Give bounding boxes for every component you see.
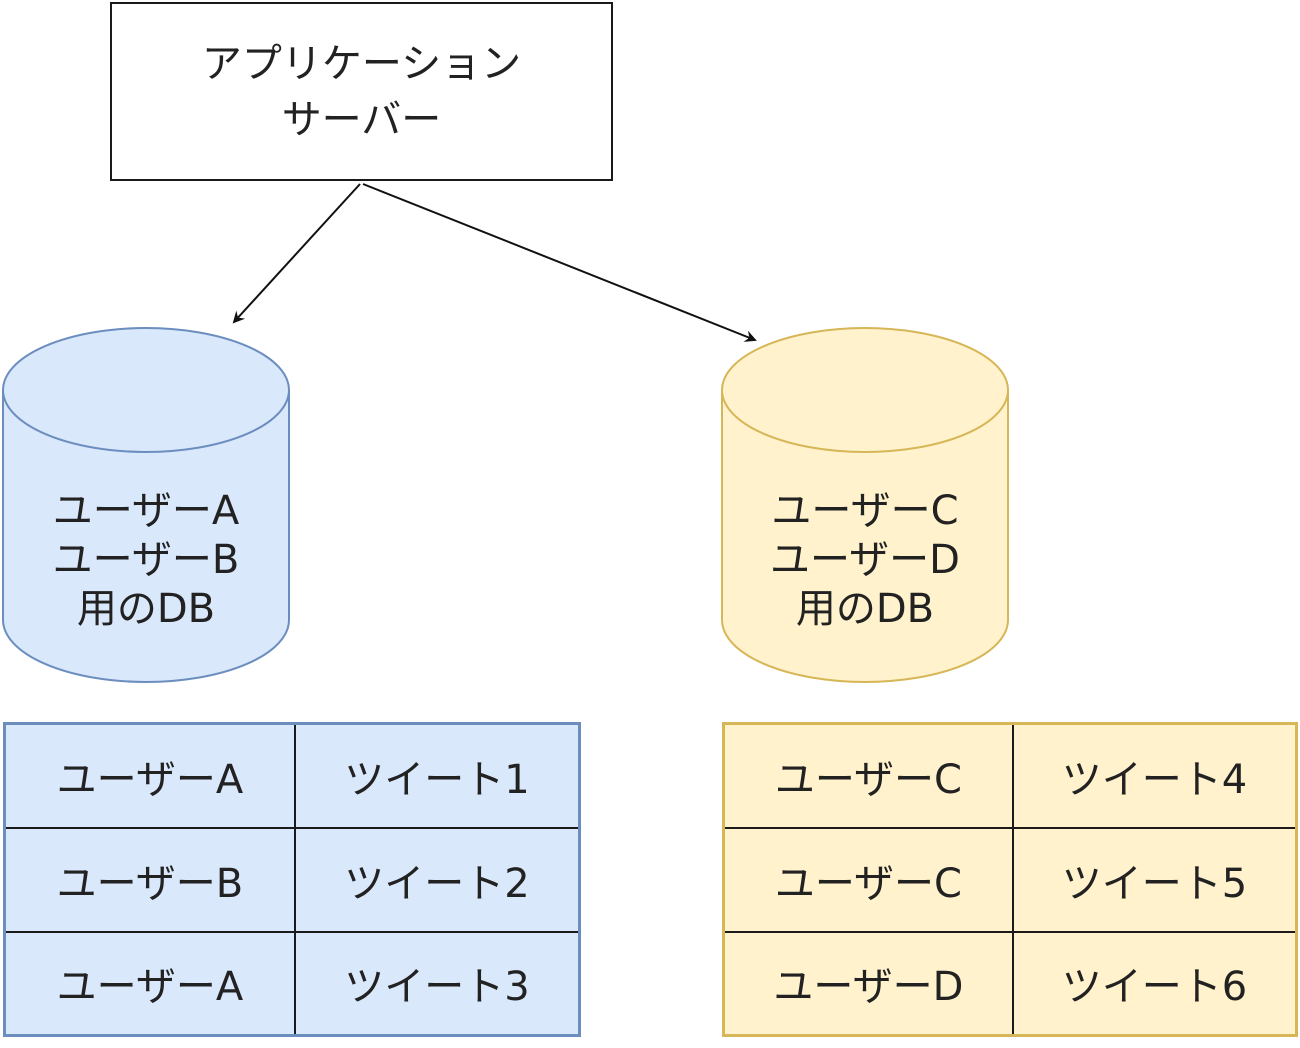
tweet-cell: ツイート6 [1011,930,1298,1037]
db-label-left: ユーザーA ユーザーB 用のDB [2,480,290,640]
table-row: ユーザーA ツイート3 [3,930,581,1037]
app-server-label-line2: サーバー [281,96,442,143]
user-cell: ユーザーB [3,826,296,933]
tweet-cell: ツイート2 [293,826,581,933]
db-cylinder-left-top [2,389,290,453]
user-cell: ユーザーD [722,930,1014,1037]
table-row: ユーザーC ツイート4 [722,722,1298,829]
db-left-line2: ユーザーB [52,536,240,583]
db-cylinder-left-body [1,327,290,683]
arrow-to-db-right [362,183,757,342]
db-right-line1: ユーザーC [771,487,959,534]
table-row: ユーザーD ツイート6 [722,930,1298,1037]
application-server-box[interactable]: アプリケーション サーバー [110,2,613,181]
tweet-cell: ツイート5 [1011,826,1298,933]
db-label-right: ユーザーC ユーザーD 用のDB [721,480,1009,640]
db-left-line1: ユーザーA [52,487,240,534]
db-right-line3: 用のDB [795,585,935,632]
db-right-line2: ユーザーD [769,536,960,583]
db-cylinder-right-body [721,327,1009,683]
tweet-table-left: ユーザーA ツイート1 ユーザーB ツイート2 ユーザーA ツイート3 [3,722,581,1037]
tweet-cell: ツイート3 [293,930,581,1037]
db-left-line3: 用のDB [76,585,216,632]
db-cylinder-right[interactable] [721,327,1009,683]
db-cylinder-left[interactable] [1,327,290,683]
user-cell: ユーザーC [722,826,1014,933]
arrow-to-db-left [232,183,361,324]
user-cell: ユーザーA [3,722,296,829]
table-row: ユーザーA ツイート1 [3,722,581,829]
table-row: ユーザーC ツイート5 [722,826,1298,933]
user-cell: ユーザーA [3,930,296,1037]
tweet-table-right: ユーザーC ツイート4 ユーザーC ツイート5 ユーザーD ツイート6 [722,722,1298,1037]
db-cylinder-right-top [721,389,1009,453]
user-cell: ユーザーC [722,722,1014,829]
tweet-cell: ツイート1 [293,722,581,829]
table-row: ユーザーB ツイート2 [3,826,581,933]
tweet-cell: ツイート4 [1011,722,1298,829]
app-server-label-line1: アプリケーション [201,40,522,87]
